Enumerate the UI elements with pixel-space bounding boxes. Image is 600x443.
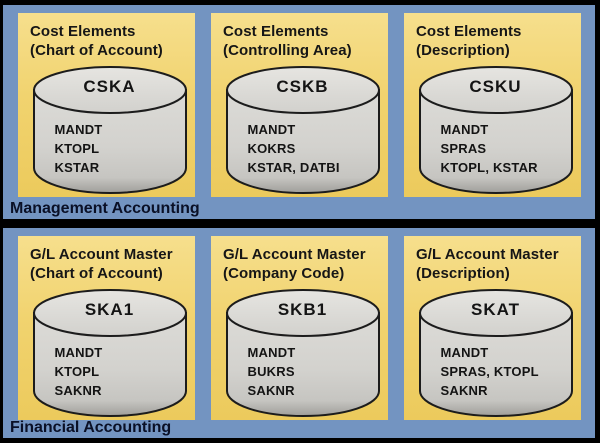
database-cylinder-icon: CSKB MANDT KOKRS KSTAR, DATBI	[224, 64, 382, 196]
table-name: SKAT	[470, 300, 520, 319]
box-title-line2: (Description)	[416, 42, 510, 59]
section-label-financial-accounting: Financial Accounting	[10, 419, 172, 436]
field-line: MANDT	[247, 122, 296, 137]
field-line: MANDT	[247, 345, 296, 360]
field-list: MANDT KOKRS KSTAR, DATBI	[248, 120, 340, 177]
field-line: MANDT	[54, 122, 103, 137]
box-title-line2: (Controlling Area)	[223, 42, 352, 59]
box-title-line1: Cost Elements	[416, 23, 522, 40]
panel-financial-accounting: G/L Account Master (Chart of Account) SK…	[3, 228, 595, 438]
field-list: MANDT BUKRS SAKNR	[248, 343, 296, 400]
database-cylinder-icon: CSKU MANDT SPRAS KTOPL, KSTAR	[417, 64, 575, 196]
field-list: MANDT KTOPL SAKNR	[55, 343, 103, 400]
field-line: KTOPL	[54, 141, 100, 156]
table-name: SKB1	[277, 300, 328, 319]
field-line: SPRAS	[440, 141, 487, 156]
box-title: Cost Elements (Description)	[416, 22, 575, 60]
box-title: G/L Account Master (Company Code)	[223, 245, 382, 283]
box-title-line1: G/L Account Master	[416, 246, 559, 263]
panel-management-accounting: Cost Elements (Chart of Account) CSKA MA…	[3, 5, 595, 219]
box-title-line2: (Description)	[416, 265, 510, 282]
field-line: BUKRS	[247, 364, 295, 379]
box-title-line1: G/L Account Master	[223, 246, 366, 263]
box-title-line1: Cost Elements	[223, 23, 329, 40]
table-name: SKA1	[84, 300, 135, 319]
box-cska: Cost Elements (Chart of Account) CSKA MA…	[18, 13, 195, 197]
field-line: SAKNR	[440, 383, 488, 398]
field-line: MANDT	[440, 122, 489, 137]
field-line: KOKRS	[247, 141, 296, 156]
box-title: G/L Account Master (Chart of Account)	[30, 245, 189, 283]
box-title: G/L Account Master (Description)	[416, 245, 575, 283]
table-name: CSKU	[469, 77, 522, 96]
field-line: SAKNR	[247, 383, 295, 398]
box-title-line1: G/L Account Master	[30, 246, 173, 263]
box-title-line2: (Chart of Account)	[30, 42, 163, 59]
box-row-management: Cost Elements (Chart of Account) CSKA MA…	[3, 5, 595, 197]
database-cylinder-icon: SKB1 MANDT BUKRS SAKNR	[224, 287, 382, 419]
box-title-line2: (Company Code)	[223, 265, 345, 282]
box-row-financial: G/L Account Master (Chart of Account) SK…	[3, 228, 595, 420]
field-list: MANDT SPRAS KTOPL, KSTAR	[441, 120, 538, 177]
box-cskb: Cost Elements (Controlling Area) CSKB MA…	[211, 13, 388, 197]
box-skat: G/L Account Master (Description) SKAT MA…	[404, 236, 581, 420]
field-line: KTOPL	[54, 364, 100, 379]
box-csku: Cost Elements (Description) CSKU MANDT S…	[404, 13, 581, 197]
database-cylinder-icon: SKA1 MANDT KTOPL SAKNR	[31, 287, 189, 419]
section-label-management-accounting: Management Accounting	[10, 200, 200, 217]
field-list: MANDT SPRAS, KTOPL SAKNR	[441, 343, 539, 400]
database-cylinder-icon: SKAT MANDT SPRAS, KTOPL SAKNR	[417, 287, 575, 419]
field-line: KSTAR	[54, 160, 100, 175]
box-title: Cost Elements (Controlling Area)	[223, 22, 382, 60]
box-title-line1: Cost Elements	[30, 23, 136, 40]
field-line: KSTAR, DATBI	[247, 160, 340, 175]
table-name: CSKB	[276, 77, 329, 96]
field-line: KTOPL, KSTAR	[440, 160, 538, 175]
field-line: MANDT	[54, 345, 103, 360]
table-name: CSKA	[83, 77, 136, 96]
field-line: MANDT	[440, 345, 489, 360]
field-line: SPRAS, KTOPL	[440, 364, 539, 379]
box-skb1: G/L Account Master (Company Code) SKB1 M…	[211, 236, 388, 420]
field-line: SAKNR	[54, 383, 102, 398]
database-cylinder-icon: CSKA MANDT KTOPL KSTAR	[31, 64, 189, 196]
box-title-line2: (Chart of Account)	[30, 265, 163, 282]
box-title: Cost Elements (Chart of Account)	[30, 22, 189, 60]
field-list: MANDT KTOPL KSTAR	[55, 120, 103, 177]
box-ska1: G/L Account Master (Chart of Account) SK…	[18, 236, 195, 420]
